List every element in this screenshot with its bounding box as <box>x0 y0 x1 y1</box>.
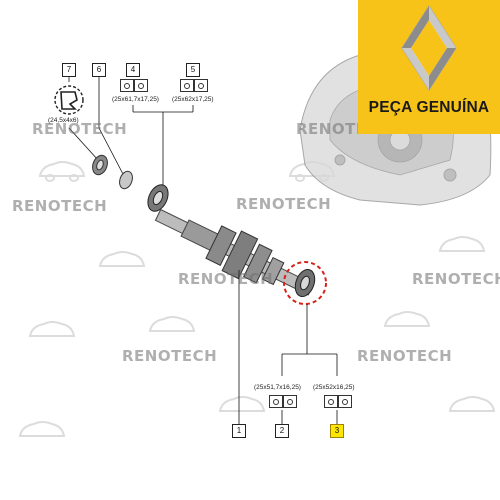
part-callout-1[interactable]: 1 <box>232 424 246 438</box>
dimension-label-part3: (25x52x16,25) <box>313 384 355 391</box>
watermark-label: RENOTECH <box>12 197 108 215</box>
part-callout-4[interactable]: 4 <box>126 63 140 77</box>
watermark-label: RENOTECH <box>122 347 218 365</box>
watermark-label: RENOTECH <box>357 347 453 365</box>
renault-logo <box>401 5 457 91</box>
bearing-part2-3 <box>294 268 316 298</box>
watermark-label: RENOTECH <box>32 120 128 138</box>
dimension-label-part4: (25x61,7x17,25) <box>112 96 159 103</box>
part-callout-6[interactable]: 6 <box>92 63 106 77</box>
part-callout-3[interactable]: 3 <box>330 424 344 438</box>
part-callout-7[interactable]: 7 <box>62 63 76 77</box>
retaining-clip-part7 <box>54 85 84 115</box>
bearing-icon <box>324 395 352 408</box>
bearing-icon <box>120 79 148 92</box>
watermark-label: RENOTECH <box>178 270 274 288</box>
washer <box>119 170 133 190</box>
bearing-part6 <box>92 154 108 176</box>
bearing-icon <box>180 79 208 92</box>
dimension-label-part2: (25x51,7x16,25) <box>254 384 301 391</box>
leader-lines-lower <box>238 270 338 425</box>
bearing-part4-5 <box>147 184 169 212</box>
brand-panel: PEÇA GENUÍNA <box>358 0 500 134</box>
bearing-icon <box>269 395 297 408</box>
leader-lines-upper <box>68 75 194 185</box>
watermark-label: RENOTECH <box>412 270 500 288</box>
dimension-label-part7: (24,5x4x6) <box>48 117 79 124</box>
part-callout-2[interactable]: 2 <box>275 424 289 438</box>
watermark-label: RENOTECH <box>236 195 332 213</box>
part-callout-5[interactable]: 5 <box>186 63 200 77</box>
shaft-assembly <box>92 154 327 305</box>
dimension-label-part5: (25x62x17,25) <box>172 96 214 103</box>
brand-tagline: PEÇA GENUÍNA <box>368 99 490 116</box>
highlight-circle <box>283 261 327 305</box>
